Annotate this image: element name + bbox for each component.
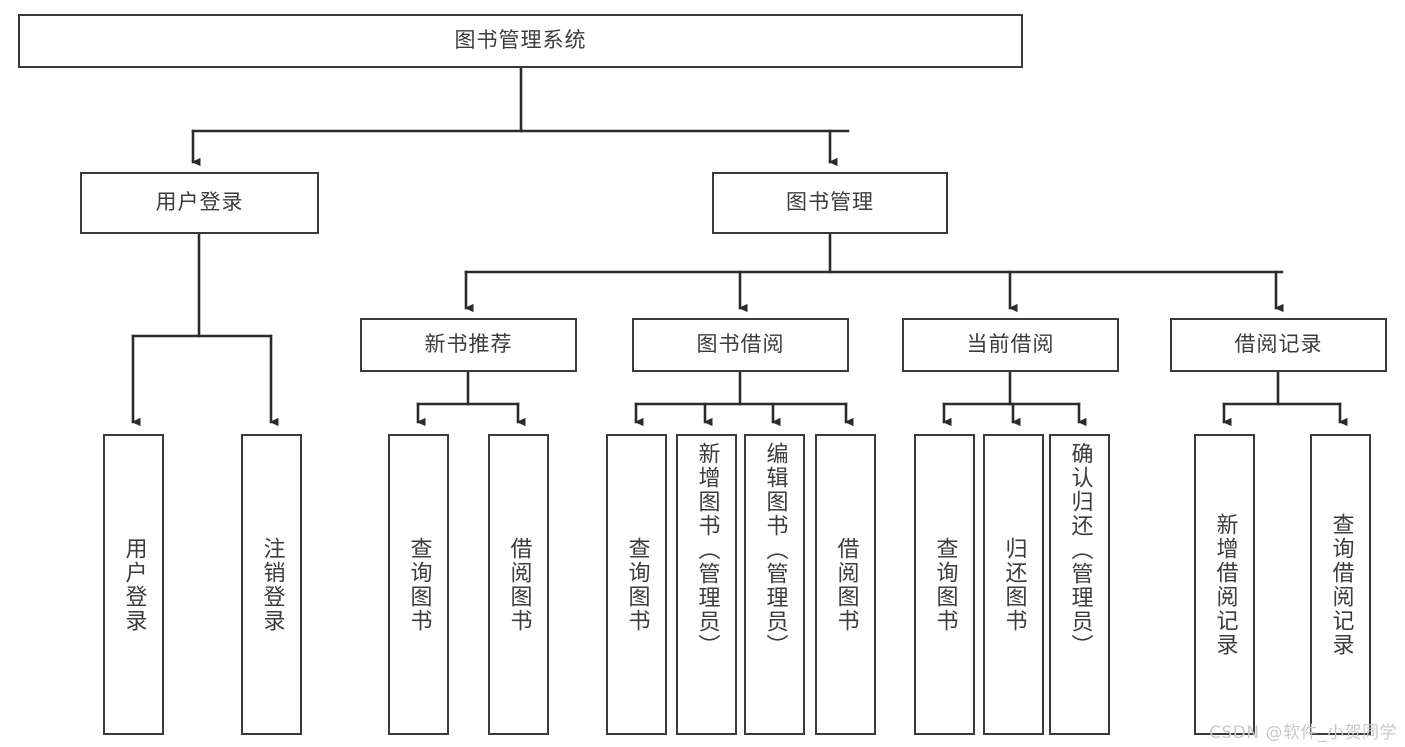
node-book-manage-label: 图书管理 [786,190,874,215]
node-borrow-record[interactable]: 借阅记录 [1170,318,1387,372]
node-root[interactable]: 图书管理系统 [18,14,1023,68]
node-leaf-add-borrow-record[interactable]: 新增借阅记录 [1194,434,1255,735]
node-user-login-label: 用户登录 [155,190,244,215]
node-leaf-query-book-3-label: 查询图书 [932,536,958,633]
node-leaf-query-borrow-record[interactable]: 查询借阅记录 [1310,434,1371,735]
node-leaf-edit-book-admin-label: 编辑图书（管理员） [762,442,788,658]
node-leaf-query-borrow-record-label: 查询借阅记录 [1328,512,1354,657]
node-leaf-borrow-book-1-label: 借阅图书 [506,536,532,633]
node-leaf-borrow-book-2-label: 借阅图书 [833,536,859,633]
node-new-book-recommend-label: 新书推荐 [424,332,513,357]
node-leaf-logout-login-label: 注销登录 [259,536,285,633]
node-leaf-borrow-book-2[interactable]: 借阅图书 [815,434,876,735]
node-leaf-query-book-2[interactable]: 查询图书 [606,434,667,735]
node-leaf-query-book-3[interactable]: 查询图书 [914,434,975,735]
node-leaf-query-book-1[interactable]: 查询图书 [388,434,449,735]
node-leaf-return-book[interactable]: 归还图书 [983,434,1044,735]
node-borrow-record-label: 借阅记录 [1234,332,1323,357]
node-new-book-recommend[interactable]: 新书推荐 [360,318,577,372]
node-book-manage[interactable]: 图书管理 [712,172,948,234]
node-leaf-confirm-return-admin-label: 确认归还（管理员） [1067,442,1093,658]
csdn-watermark: CSDN @软件_小贺同学 [1209,723,1397,743]
node-leaf-add-book-admin[interactable]: 新增图书（管理员） [676,434,737,735]
node-book-borrow[interactable]: 图书借阅 [632,318,849,372]
node-leaf-query-book-2-label: 查询图书 [624,536,650,633]
node-current-borrow[interactable]: 当前借阅 [902,318,1119,372]
node-leaf-user-login-label: 用户登录 [121,536,147,633]
node-leaf-borrow-book-1[interactable]: 借阅图书 [488,434,549,735]
node-leaf-add-book-admin-label: 新增图书（管理员） [694,442,720,658]
node-leaf-query-book-1-label: 查询图书 [406,536,432,633]
node-root-label: 图书管理系统 [454,28,587,53]
node-user-login[interactable]: 用户登录 [80,172,319,234]
node-leaf-add-borrow-record-label: 新增借阅记录 [1212,512,1238,657]
node-book-borrow-label: 图书借阅 [696,332,785,357]
node-current-borrow-label: 当前借阅 [966,332,1055,357]
node-leaf-return-book-label: 归还图书 [1001,536,1027,633]
node-leaf-logout-login[interactable]: 注销登录 [241,434,302,735]
node-leaf-confirm-return-admin[interactable]: 确认归还（管理员） [1049,434,1110,735]
node-leaf-user-login[interactable]: 用户登录 [103,434,164,735]
node-leaf-edit-book-admin[interactable]: 编辑图书（管理员） [744,434,805,735]
